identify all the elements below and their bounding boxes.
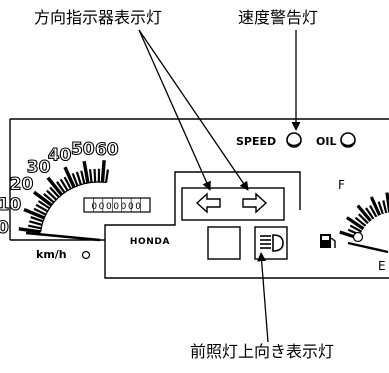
odometer-reading: 0000000 (91, 202, 142, 212)
indicator-box-blank (208, 227, 240, 259)
speed-tick (90, 169, 91, 182)
fuel-pump-icon (320, 234, 335, 248)
speed-tick-label: 40 (48, 146, 72, 166)
turn-signal-callout: 方向指示器表示灯 (34, 8, 162, 28)
speed-tick-label: 10 (0, 195, 21, 215)
speed-lamp-icon (287, 133, 301, 147)
speed-tick (106, 169, 108, 182)
odometer: 0000000 (84, 198, 150, 212)
speed-tick-label: 60 (95, 140, 119, 160)
fuel-empty-label: E (378, 259, 386, 273)
oil-warning-label: OIL (316, 135, 336, 148)
speed-tick (19, 229, 41, 232)
speed-tick-label: 50 (71, 140, 95, 160)
high-beam-callout: 前照灯上向き表示灯 (190, 342, 334, 362)
leader-turn-left (139, 30, 210, 190)
speed-warning-callout: 速度警告灯 (238, 8, 318, 28)
speed-tick (24, 210, 44, 218)
speed-tick (77, 172, 81, 185)
leader-lines (139, 30, 296, 342)
speed-unit-label: km/h (36, 248, 67, 261)
brand-plate: HONDA (120, 233, 182, 247)
speed-tick (28, 226, 41, 229)
speed-tick (102, 160, 104, 182)
speed-tick (81, 171, 84, 184)
fuel-needle (348, 233, 388, 253)
fuel-gauge (340, 193, 389, 239)
oil-lamp-icon (341, 133, 355, 147)
fuel-full-label: F (338, 178, 345, 192)
brand-label: HONDA (130, 237, 170, 247)
speed-tick-label: 0 (0, 218, 9, 238)
fuel-tick (371, 197, 379, 215)
speed-warning-label: SPEED (236, 135, 276, 148)
leader-high-beam (261, 253, 268, 342)
speed-tick (84, 161, 88, 183)
leader-turn-right (139, 30, 248, 190)
speed-tick (95, 169, 96, 182)
speed-tick (29, 221, 42, 224)
fuel-tick (383, 200, 386, 213)
